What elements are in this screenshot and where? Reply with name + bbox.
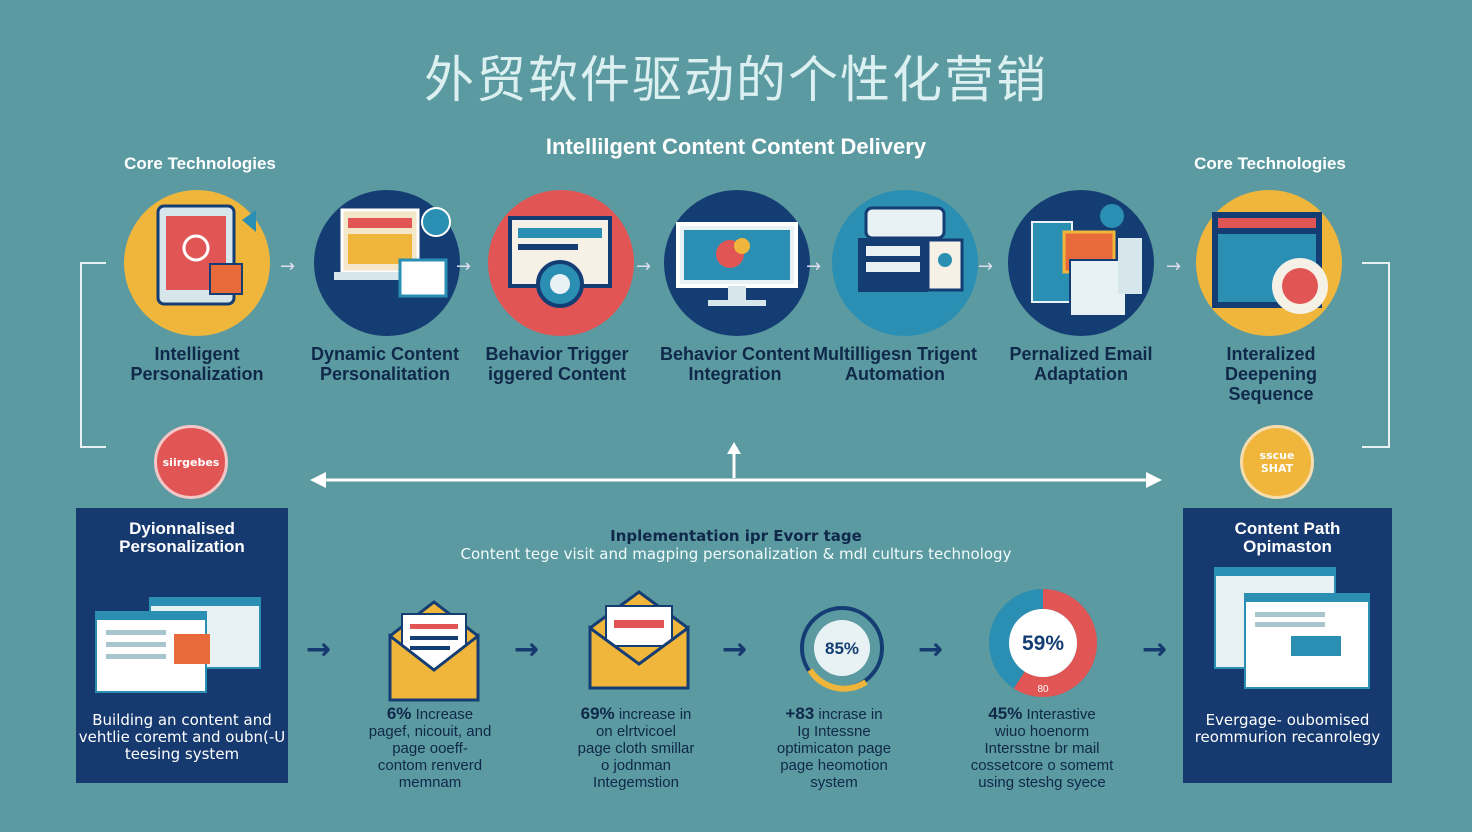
machine-icon: [858, 206, 964, 292]
email-documents-icon: [1031, 204, 1142, 317]
step-3-circle: [488, 190, 634, 336]
flow-arrow-2: →: [514, 632, 540, 667]
step-7-label: Interalized Deepening Sequence: [1224, 344, 1317, 404]
right-side-label: Core Technologies: [1194, 154, 1346, 173]
implementation-subtitle: Content tege visit and magping personali…: [460, 545, 1012, 563]
step-7-circle: [1196, 190, 1342, 336]
metric-3-text: +83 incrase in Ig Intessne optimicaton p…: [776, 704, 892, 791]
flow-arrow-1: →: [306, 632, 332, 667]
metric-4-text: 45% Interastive wiuo hoenorm Intersstne …: [970, 704, 1114, 791]
step-arrow-4: →: [806, 256, 822, 277]
percent-ring-icon: 85%: [800, 606, 884, 692]
step-arrow-3: →: [636, 256, 652, 277]
tablet-icon: [156, 204, 256, 306]
envelope-open-icon: [588, 590, 690, 690]
step-4-label: Behavior Content Integration: [659, 344, 810, 384]
implementation-title: Inplementation ipr Evorr tage: [610, 527, 862, 545]
svg-text:80: 80: [1037, 684, 1049, 695]
stacked-windows-icon: [1214, 567, 1370, 689]
step-arrow-6: →: [1166, 256, 1182, 277]
donut-value-arc: [989, 589, 1097, 697]
svg-text:85%: 85%: [825, 639, 859, 658]
flow-arrow-3: →: [722, 632, 748, 667]
flow-arrow-5: →: [1142, 632, 1168, 667]
left-panel: Dyionnalised Personalization Building an…: [76, 508, 288, 783]
step-2-label: Dynamic Content Personalitation: [310, 344, 460, 384]
metric-2-text: 69% increase in on elrtvicoel page cloth…: [577, 704, 695, 791]
page-title: 外贸软件驱动的个性化营销: [424, 51, 1048, 109]
flow-arrow-4: →: [918, 632, 944, 667]
left-badge: siirgebes: [154, 425, 228, 499]
right-bracket-line: [1362, 262, 1390, 448]
step-arrow-5: →: [978, 256, 994, 277]
step-arrow-2: →: [456, 256, 472, 277]
step-1-label: Intelligent Personalization: [130, 344, 264, 384]
browser-windows-icon: [95, 597, 261, 693]
step-1-circle: [124, 190, 270, 336]
right-badge: sscue SHAT: [1240, 425, 1314, 499]
step-4-circle: [664, 190, 810, 336]
step-2-circle: [314, 190, 460, 336]
laptop-content-icon: [334, 207, 451, 298]
monitor-globe-icon: [508, 216, 612, 308]
step-5-circle: [832, 190, 978, 336]
section-subtitle: Intellilgent Content Content Delivery: [545, 134, 927, 159]
step-6-label: Pernalized Email Adaptation: [1009, 344, 1153, 384]
left-side-label: Core Technologies: [124, 154, 276, 173]
right-panel-title: Content Path Opimaston: [1234, 519, 1341, 556]
metric-1-text: 6% Increase pagef, nicouit, and page ooe…: [368, 704, 492, 791]
svg-text:59%: 59%: [1022, 632, 1064, 655]
step-5-label: Multilligesn Trigent Automation: [812, 344, 977, 384]
left-bracket-line: [80, 262, 106, 448]
step-3-label: Behavior Trigger iggered Content: [485, 344, 629, 384]
step-arrow-1: →: [280, 256, 296, 277]
double-arrow-line: [310, 442, 1162, 488]
right-panel-text: Evergage- oubomised reommurion recanrole…: [1194, 711, 1381, 746]
left-panel-title: Dyionnalised Personalization: [119, 519, 245, 556]
screen-chart-icon: [1212, 212, 1328, 314]
left-panel-text: Building an content and vehtlie coremt a…: [78, 711, 286, 763]
right-panel: Content Path Opimaston Evergage- oubomis…: [1183, 508, 1392, 783]
step-6-circle: [1008, 190, 1154, 336]
envelope-icon: [388, 600, 480, 702]
desktop-monitor-icon: [676, 222, 798, 306]
donut-chart-icon: 59% 80: [989, 589, 1097, 697]
